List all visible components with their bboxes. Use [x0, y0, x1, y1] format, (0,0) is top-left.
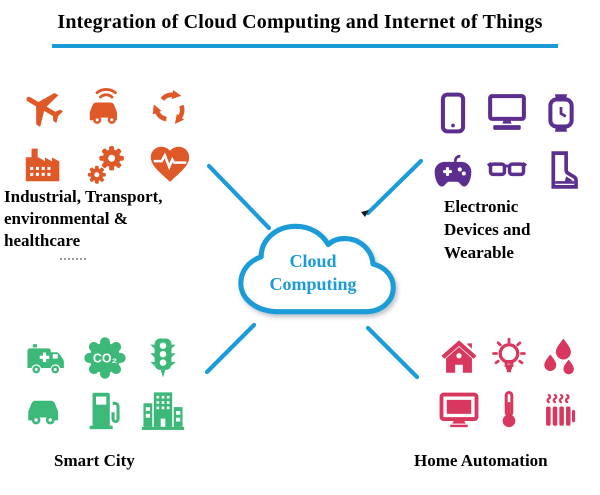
traffic-light-icon: [134, 332, 192, 384]
caption-line: Devices and: [444, 220, 531, 239]
caption-line: healthcare: [4, 231, 81, 250]
car-icon: [18, 384, 76, 436]
smart-home-icon: [434, 330, 484, 383]
title-underline: [52, 44, 558, 48]
gears-icon: [75, 136, 138, 192]
factory-icon: [12, 136, 75, 192]
industrial-caption: Industrial, Transport, environmental & h…: [4, 186, 234, 252]
electronic-caption: Electronic Devices and Wearable: [444, 195, 594, 264]
city-buildings-icon: [134, 384, 192, 436]
smartphone-icon: [426, 84, 480, 141]
co2-icon: CO₂: [76, 332, 134, 384]
caption-line: Industrial, Transport,: [4, 187, 163, 206]
cloud-label: Cloud Computing: [220, 250, 406, 296]
airplane-icon: [12, 80, 75, 136]
connected-car-icon: [75, 80, 138, 136]
cloud-label-line: Cloud: [289, 251, 337, 271]
cloud-computing-node: Cloud Computing: [220, 206, 406, 330]
home-automation-icon-grid: [434, 330, 584, 436]
connector-bottom-left: [204, 322, 257, 375]
tv-screen-icon: [434, 383, 484, 436]
water-drops-icon: [534, 330, 584, 383]
game-controller-icon: [426, 141, 480, 198]
svg-text:CO₂: CO₂: [93, 352, 117, 366]
industrial-icon-grid: [12, 80, 201, 192]
heart-pulse-icon: [138, 136, 201, 192]
connector-bottom-right: [365, 325, 420, 380]
thermometer-icon: [484, 383, 534, 436]
caption-line: environmental &: [4, 209, 128, 228]
smart-glasses-icon: [480, 141, 534, 198]
caption-line: Electronic: [444, 197, 519, 216]
ambulance-icon: [18, 332, 76, 384]
cloud-shape: [238, 223, 396, 315]
cloud-label-line: Computing: [269, 274, 357, 294]
desktop-computer-icon: [480, 84, 534, 141]
smart-bulb-icon: [484, 330, 534, 383]
caption-line: Wearable: [444, 243, 514, 262]
print-smudge-artifact: [60, 258, 86, 260]
smart-city-caption: Smart City: [54, 451, 135, 470]
home-automation-caption: Home Automation: [414, 451, 548, 470]
recycle-icon: [138, 80, 201, 136]
electronic-icon-grid: [426, 84, 588, 198]
fuel-pump-icon: [76, 384, 134, 436]
smart-shoe-icon: [534, 141, 588, 198]
radiator-icon: [534, 383, 584, 436]
smart-city-icon-grid: CO₂: [18, 332, 192, 436]
smartwatch-icon: [534, 84, 588, 141]
diagram-title: Integration of Cloud Computing and Inter…: [57, 11, 543, 33]
